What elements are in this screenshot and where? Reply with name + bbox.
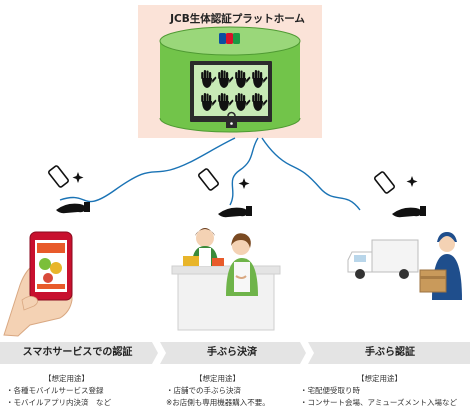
wave-left — [59, 137, 236, 203]
signal-star-icon — [406, 176, 418, 187]
panel-title-smartphone: スマホサービスでの認証 — [22, 347, 133, 358]
connection-waves — [59, 137, 361, 211]
panel-title-handsfree-auth: 手ぶら認証 — [365, 347, 415, 358]
lock-icon — [226, 111, 237, 128]
fingerprint-hand-icon — [392, 206, 426, 218]
use-item: ・コンサート会場、アミューズメント入場など — [300, 398, 457, 407]
hand-holding-phone-illustration — [3, 231, 73, 337]
use-heading-auth: 【想定用途】 — [357, 374, 402, 383]
hand-icon — [201, 93, 217, 111]
phone-icon — [48, 165, 69, 188]
phone-icon — [198, 168, 219, 191]
hand-icon — [218, 70, 234, 88]
signal-star-icon — [238, 178, 250, 189]
phone-fingerprint-group-right — [374, 171, 426, 218]
hand-icon — [252, 70, 268, 88]
hand-icon — [218, 93, 234, 111]
delivery-truck-icon — [347, 239, 419, 279]
jcb-logo — [219, 33, 240, 44]
signal-star-icon — [72, 172, 84, 183]
caption-arrows — [0, 342, 470, 364]
hand-icon — [235, 93, 251, 111]
panel-title-handsfree-payment: 手ぶら決済 — [207, 347, 257, 358]
use-item: ・モバイルアプリ内決済 など — [6, 398, 111, 407]
wave-center — [229, 137, 259, 206]
fingerprint-hand-icon — [56, 202, 90, 214]
hand-icon — [235, 70, 251, 88]
platform-title: JCB生体認証プラットホーム — [170, 13, 305, 25]
use-heading-smartphone: 【想定用途】 — [44, 374, 89, 383]
fingerprint-hand-icon — [218, 206, 252, 218]
shop-counter-illustration — [171, 228, 281, 331]
use-item: ・各種モバイルサービス登録 — [6, 386, 104, 395]
phone-fingerprint-group-center — [198, 168, 252, 218]
phone-icon — [374, 171, 395, 194]
use-item: ※お店側も専用機器購入不要。 — [166, 398, 270, 407]
hand-icon — [201, 70, 217, 88]
use-heading-payment: 【想定用途】 — [195, 374, 240, 383]
use-item: ・店舗での手ぶら決済 — [166, 386, 241, 395]
phone-fingerprint-group-left — [48, 165, 90, 214]
wave-right — [261, 137, 361, 211]
use-item: ・宅配便受取り時 — [300, 386, 360, 395]
delivery-illustration — [347, 232, 462, 300]
hand-grid — [201, 70, 268, 111]
hand-icon — [252, 93, 268, 111]
